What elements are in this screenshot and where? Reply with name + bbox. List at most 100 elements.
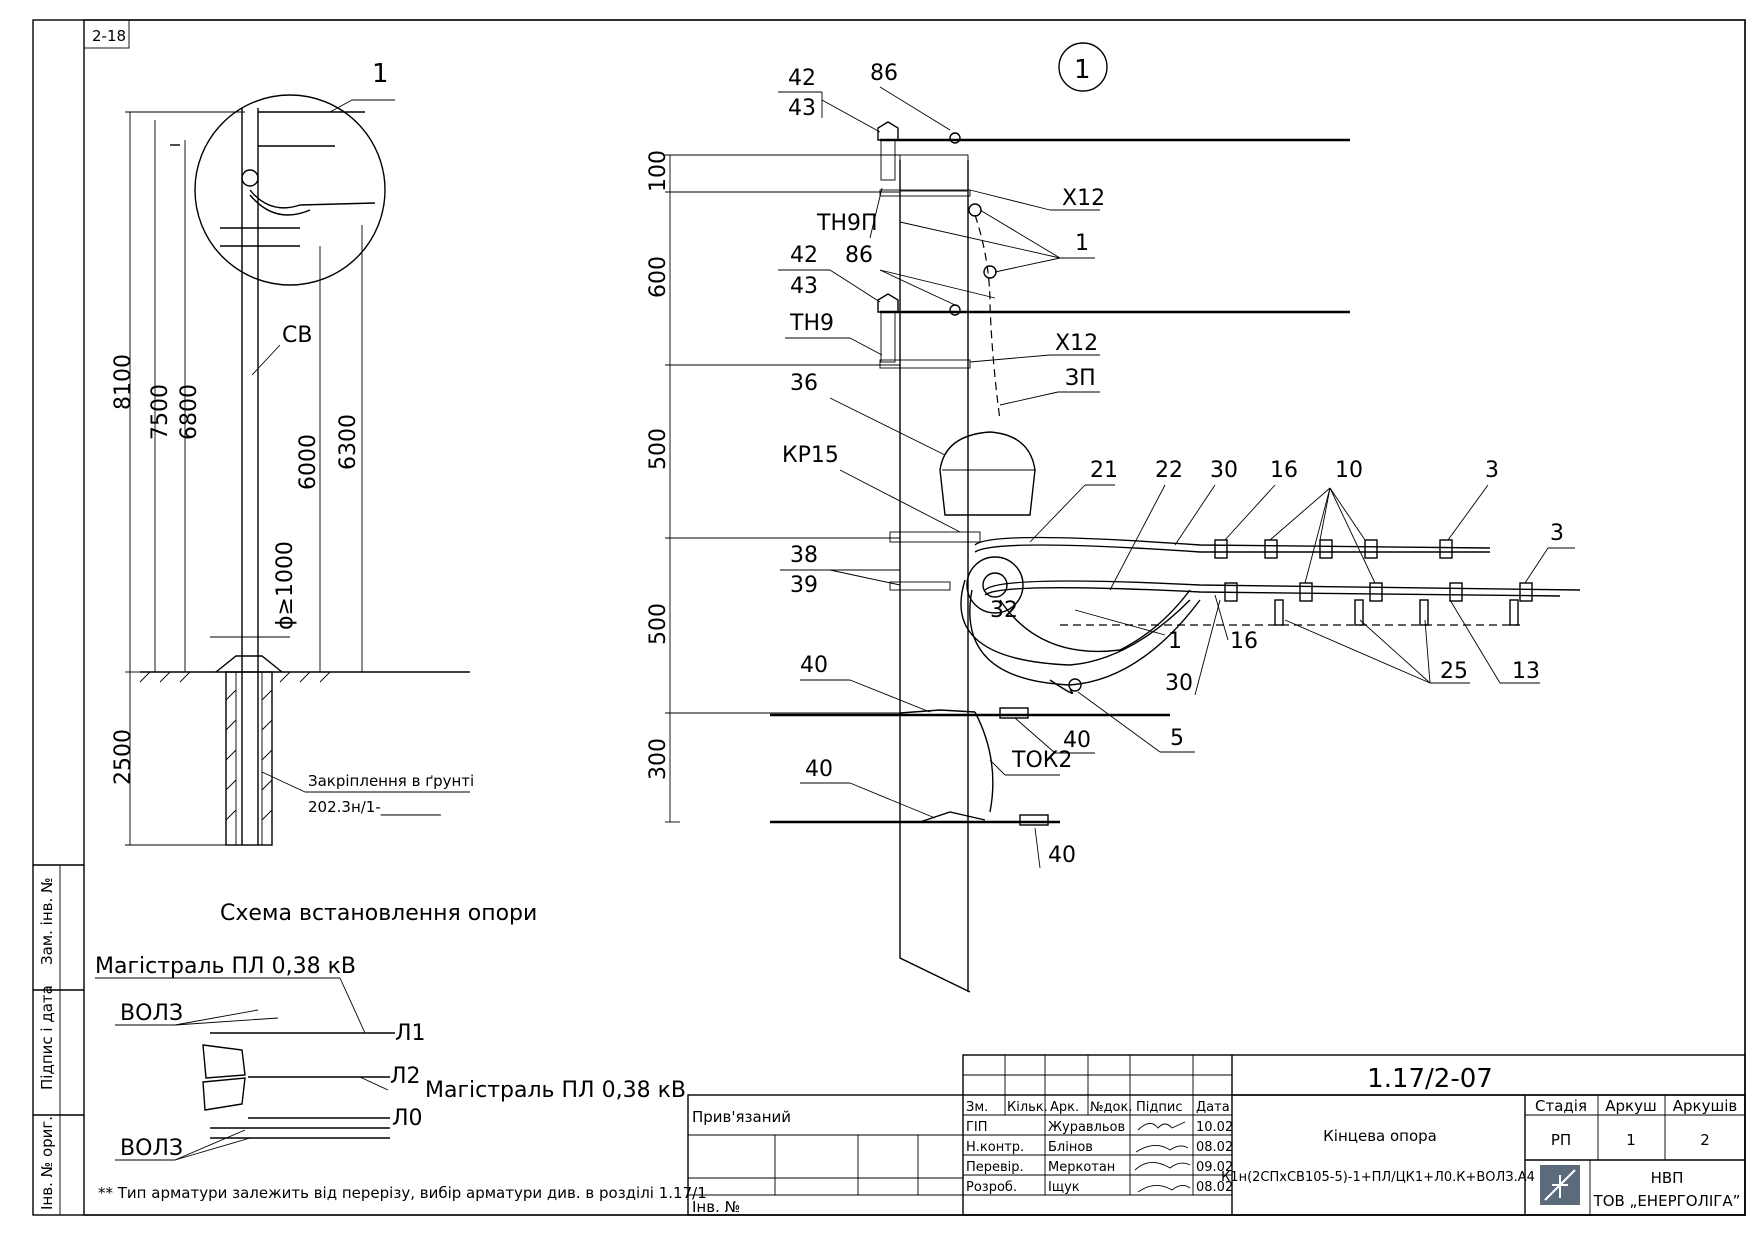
row-gip-name: Журавльов	[1048, 1120, 1125, 1135]
trunk-top-label: Магістраль ПЛ 0,38 кВ	[95, 954, 356, 979]
company-logo-icon	[1540, 1165, 1580, 1205]
lbl-40c: 40	[805, 757, 833, 782]
hole-diameter: ϕ≥1000	[273, 541, 298, 630]
row-nk-date: 08.02	[1196, 1140, 1233, 1155]
vdim-300: 300	[646, 738, 671, 780]
row-gip-role: ГІП	[966, 1120, 988, 1135]
tb-inv-no: Інв. №	[692, 1198, 740, 1216]
tb-sheets-hdr: Аркушів	[1673, 1097, 1737, 1115]
hdr-ndok: №док.	[1090, 1100, 1132, 1115]
lbl-22: 22	[1155, 458, 1183, 483]
plan-note: ** Тип арматури залежить від перерізу, в…	[98, 1184, 707, 1202]
lbl-10: 10	[1335, 458, 1363, 483]
lbl-zp: ЗП	[1065, 366, 1096, 391]
tb-stage: РП	[1551, 1131, 1571, 1149]
lbl-40b: 40	[1063, 728, 1091, 753]
lbl-16a: 16	[1270, 458, 1298, 483]
row-per-role: Перевір.	[966, 1160, 1024, 1175]
signatures	[1134, 1121, 1191, 1193]
tb-subtitle: К1н(2СПхСВ105-5)-1+ПЛ/ЦК1+Л0.К+ВОЛЗ.А4	[1221, 1170, 1535, 1185]
l2-label: Л2	[390, 1064, 421, 1089]
scheme-caption: Схема встановлення опори	[220, 901, 537, 926]
lbl-30b: 30	[1165, 671, 1193, 696]
hdr-pidpys: Підпис	[1136, 1100, 1182, 1115]
lbl-5: 5	[1170, 726, 1184, 751]
vdim-600: 600	[646, 256, 671, 298]
lbl-1a: 1	[1075, 231, 1089, 256]
tb-sheet-no: 1	[1626, 1131, 1636, 1149]
lbl-1b: 1	[1168, 629, 1182, 654]
lbl-tok2: ТОК2	[1011, 748, 1072, 773]
lbl-42b: 42	[790, 243, 818, 268]
lbl-25: 25	[1440, 659, 1468, 684]
lbl-x12a: Х12	[1062, 186, 1105, 211]
lbl-21: 21	[1090, 458, 1118, 483]
lbl-43b: 43	[790, 274, 818, 299]
lbl-32: 32	[990, 598, 1018, 623]
lbl-86a: 86	[870, 61, 898, 86]
lbl-30a: 30	[1210, 458, 1238, 483]
tb-code: 1.17/2-07	[1367, 1064, 1493, 1094]
lbl-39: 39	[790, 573, 818, 598]
row-roz-role: Розроб.	[966, 1180, 1017, 1195]
tb-sheets-total: 2	[1700, 1131, 1710, 1149]
lbl-3a: 3	[1485, 458, 1499, 483]
lbl-36: 36	[790, 371, 818, 396]
installation-scheme: 1 8100 7500 6800 6000 6300	[111, 59, 537, 926]
tb-linked: Прив'язаний	[692, 1108, 791, 1126]
lbl-13: 13	[1512, 659, 1540, 684]
lbl-tn9: ТН9	[789, 311, 834, 336]
lbl-86b: 86	[845, 243, 873, 268]
lbl-42a: 42	[788, 66, 816, 91]
row-roz-name: Іщук	[1048, 1180, 1080, 1195]
l0-label: Л0	[392, 1106, 423, 1131]
row-nk-name: Блінов	[1048, 1140, 1093, 1155]
detail-ref-left: 1	[372, 59, 389, 89]
dim-2500: 2500	[111, 729, 136, 785]
stamp-inv: Інв. № ориг.	[38, 1116, 56, 1210]
hdr-data: Дата	[1196, 1100, 1230, 1115]
lbl-16b: 16	[1230, 629, 1258, 654]
lbl-40d: 40	[1048, 843, 1076, 868]
dim-6300: 6300	[336, 414, 361, 470]
row-gip-date: 10.02	[1196, 1120, 1233, 1135]
tb-stage-hdr: Стадія	[1535, 1097, 1587, 1115]
vdim-100: 100	[646, 150, 671, 192]
hdr-ark: Арк.	[1050, 1100, 1079, 1115]
row-per-date: 09.02	[1196, 1160, 1233, 1175]
stamp-zam: Зам. інв. №	[38, 877, 56, 965]
pole-type-label: СВ	[282, 323, 312, 348]
row-nk-role: Н.контр.	[966, 1140, 1024, 1155]
lbl-tn9p: ТН9П	[816, 211, 878, 236]
corner-code: 2-18	[92, 27, 126, 45]
main-detail: 1 100 600 500 500 300	[646, 42, 1581, 993]
l1-label: Л1	[395, 1021, 426, 1046]
ground-fixing-label: Закріплення в ґрунті	[308, 772, 474, 790]
side-stamp: Зам. інв. № Підпис і дата Інв. № ориг.	[33, 864, 84, 1215]
vdim-500b: 500	[646, 603, 671, 645]
row-roz-date: 08.02	[1196, 1180, 1233, 1195]
hdr-kilk: Кільк.	[1007, 1100, 1048, 1115]
lbl-kr15: КР15	[782, 443, 839, 468]
plan-view: Магістраль ПЛ 0,38 кВ ВОЛЗ Л1 Л2 Магістр…	[95, 954, 707, 1202]
lbl-40a: 40	[800, 653, 828, 678]
tb-title: Кінцева опора	[1323, 1127, 1437, 1145]
tb-sheet-hdr: Аркуш	[1605, 1097, 1656, 1115]
vols-top-label: ВОЛЗ	[120, 1001, 183, 1026]
dim-8100: 8100	[111, 354, 136, 410]
trunk-right-label: Магістраль ПЛ 0,38 кВ	[425, 1078, 686, 1103]
row-per-name: Меркотан	[1048, 1160, 1115, 1175]
lbl-x12b: Х12	[1055, 331, 1098, 356]
ground-fixing-code: 202.3н/1-________	[308, 798, 441, 817]
lbl-3b: 3	[1550, 521, 1564, 546]
tb-org-1: НВП	[1651, 1169, 1684, 1187]
detail-ref-circle: 1	[1074, 55, 1091, 85]
lbl-43a: 43	[788, 96, 816, 121]
dim-6800: 6800	[177, 384, 202, 440]
tb-org-2: ТОВ „ЕНЕРГОЛІГА”	[1593, 1192, 1741, 1210]
title-block: Прив'язаний Інв. № Зм. Кільк. Арк. №док.…	[687, 1054, 1746, 1216]
vdim-500a: 500	[646, 428, 671, 470]
dim-6000: 6000	[296, 434, 321, 490]
lbl-38: 38	[790, 543, 818, 568]
